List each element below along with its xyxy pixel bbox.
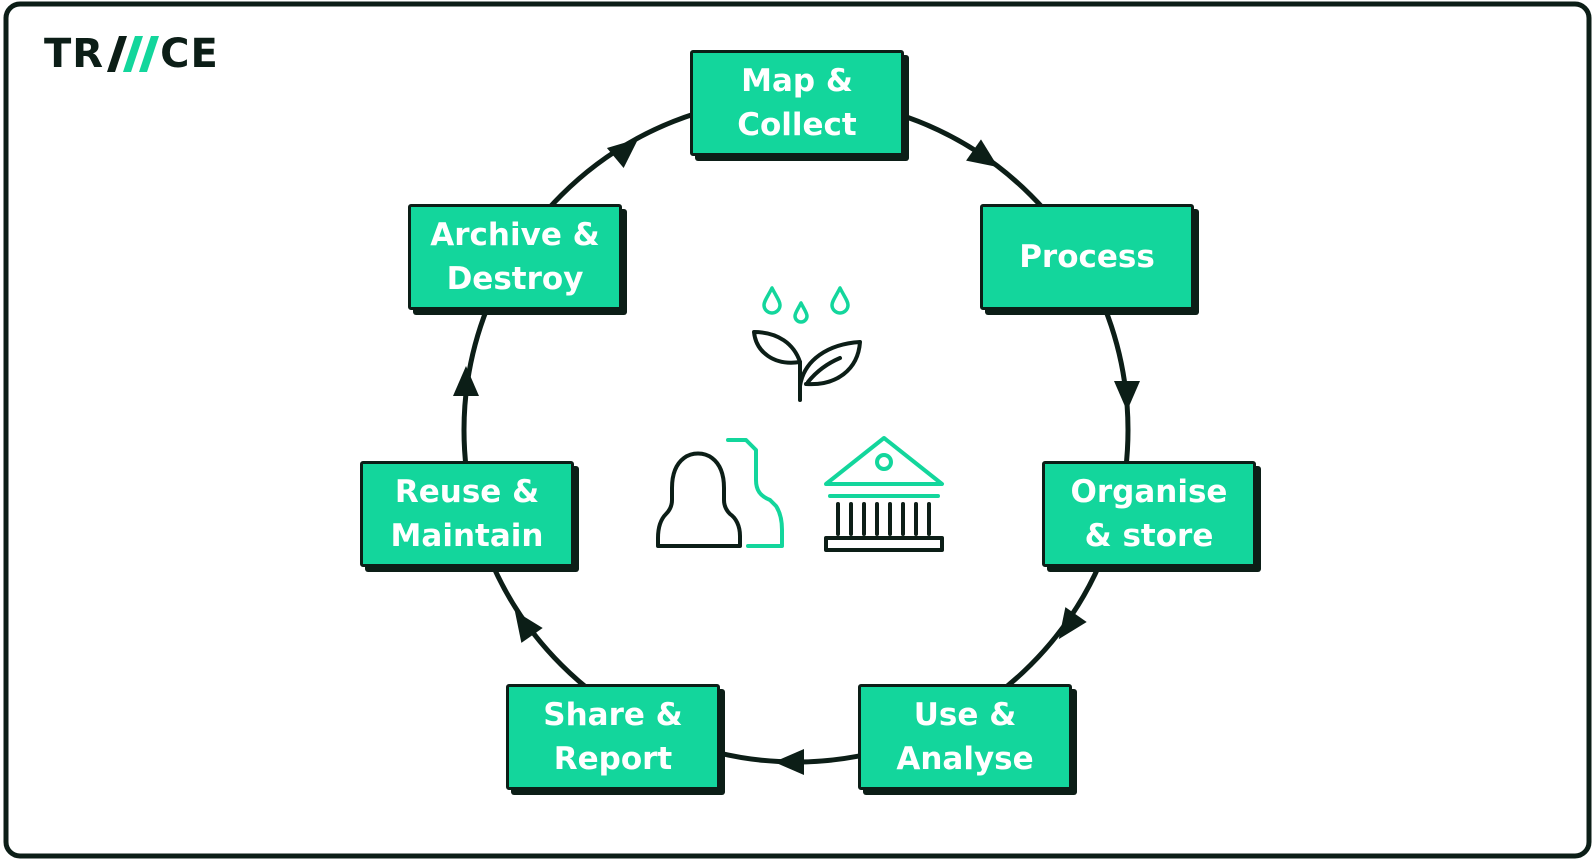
stage-share-report: Share & Report xyxy=(506,684,720,790)
plant-icon xyxy=(752,286,862,402)
stage-label: Share & Report xyxy=(543,697,683,777)
arrow-share-to-reuse xyxy=(514,610,543,643)
stage-label: Reuse & Maintain xyxy=(390,474,544,554)
arrow-map-to-process xyxy=(966,139,999,168)
institution-icon xyxy=(824,436,944,552)
plant-leaf-right xyxy=(798,340,862,388)
water-drop-left xyxy=(762,286,782,315)
institution-columns xyxy=(836,502,931,536)
stage-label: Archive & Destroy xyxy=(430,217,600,297)
stage-organise-store: Organise & store xyxy=(1042,461,1256,567)
logo-text-suffix: CE xyxy=(160,31,219,77)
plant-leaf-left xyxy=(752,330,802,365)
stage-label: Use & Analyse xyxy=(896,697,1034,777)
stage-label: Organise & store xyxy=(1070,474,1228,554)
person-front xyxy=(656,451,742,548)
arrow-reuse-to-archive xyxy=(453,366,479,396)
trace-logo: TR CE xyxy=(44,34,219,74)
water-drop-center xyxy=(793,301,809,324)
stage-map-collect: Map & Collect xyxy=(690,50,904,156)
stage-label: Map & Collect xyxy=(737,63,857,143)
arrow-use-to-share xyxy=(774,749,804,775)
cycle-arrows xyxy=(453,138,1140,775)
institution-roof xyxy=(824,436,944,486)
people-icon xyxy=(656,438,784,548)
stage-process: Process xyxy=(980,204,1194,310)
arrow-organise-to-use xyxy=(1058,607,1087,640)
water-drop-right xyxy=(830,286,850,315)
institution-roof-dot xyxy=(875,453,893,471)
person-back xyxy=(726,438,784,548)
plant-leaf-vein xyxy=(806,356,842,384)
arrow-process-to-organise xyxy=(1114,381,1140,411)
stage-reuse-maintain: Reuse & Maintain xyxy=(360,461,574,567)
stage-archive-destroy: Archive & Destroy xyxy=(408,204,622,310)
logo-text-prefix: TR xyxy=(44,31,105,77)
logo-slash-icon xyxy=(107,36,160,72)
stage-use-analyse: Use & Analyse xyxy=(858,684,1072,790)
institution-base xyxy=(824,536,944,552)
arrow-archive-to-map xyxy=(606,138,639,168)
stage-label: Process xyxy=(1019,239,1155,275)
